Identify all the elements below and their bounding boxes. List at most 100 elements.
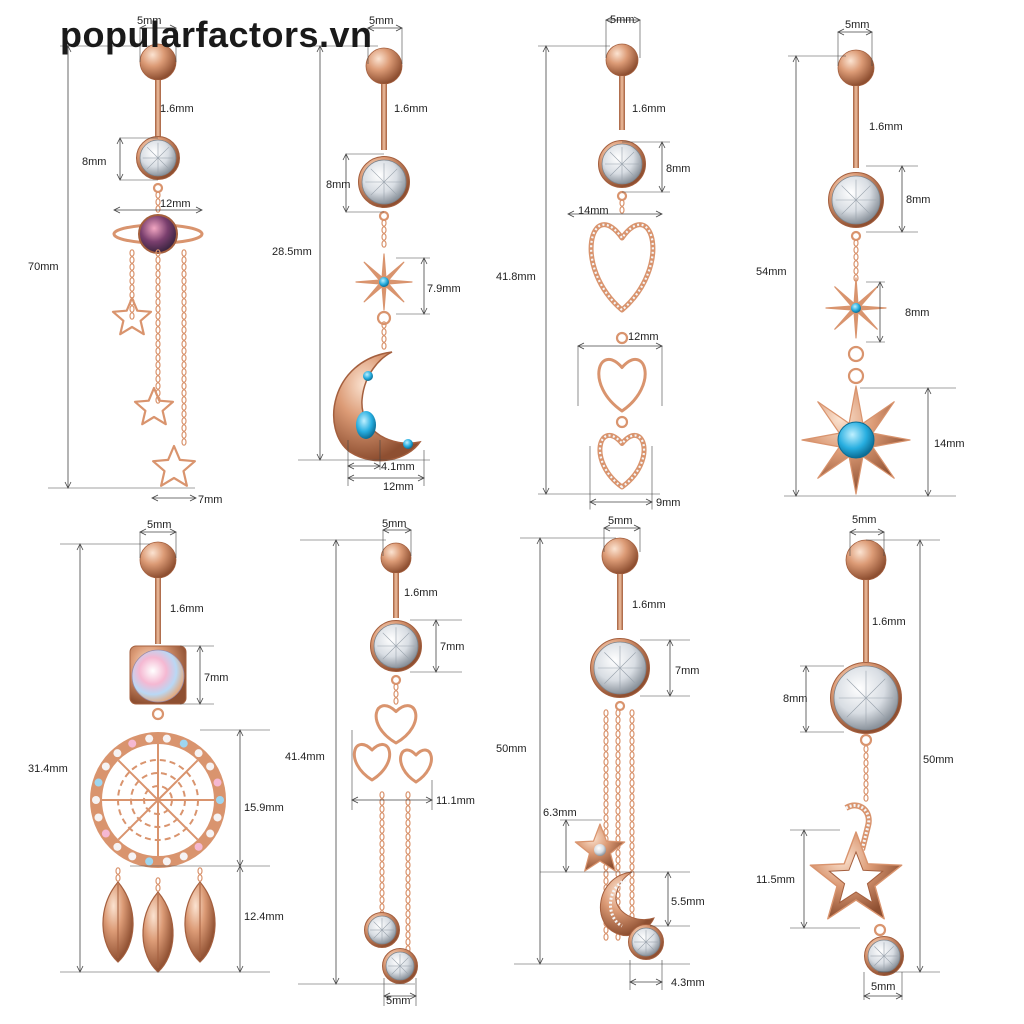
p5-dim-feathers-arrow: [236, 865, 244, 873]
p4-dim-total-label: 54mm: [756, 266, 787, 278]
chain-link: [379, 889, 385, 897]
chain-link: [379, 875, 385, 883]
chain-link: [405, 938, 411, 946]
p7-chain-3: [629, 877, 635, 885]
p7-chain-2: [615, 709, 621, 717]
chain-link: [155, 347, 161, 355]
p2-dim-gem-label: 8mm: [326, 179, 350, 191]
p7-star-gem: [594, 844, 606, 856]
chain-link: [405, 875, 411, 883]
p7-moon-charm: [600, 871, 655, 936]
p3-dim-mid-label: 12mm: [628, 331, 659, 343]
p7-chain-2: [615, 730, 621, 738]
chain-link: [379, 840, 385, 848]
chain-link: [379, 833, 385, 841]
p7-chain-3: [629, 821, 635, 829]
chain-link: [181, 319, 187, 327]
chain-link: [379, 826, 385, 834]
chain-link: [619, 206, 625, 214]
chain-link: [381, 240, 387, 248]
p3-dim-bottom-arrow: [589, 498, 597, 506]
p2-moon-gem-large: [356, 411, 376, 439]
gem-facet: [395, 632, 410, 647]
p3-heart-middle: [597, 358, 647, 413]
p7-chain-1: [603, 786, 609, 794]
chain-link: [181, 249, 187, 257]
p7-chain-1: [603, 716, 609, 724]
chain-link: [129, 312, 135, 320]
p7-chain-3: [629, 863, 635, 871]
p4-dim-gem-label: 8mm: [906, 194, 930, 206]
gem-facet: [637, 941, 647, 951]
p3-dim-heart-arrow: [567, 210, 575, 218]
p7-chain-3: [629, 772, 635, 780]
p2-dim-ball-label: 5mm: [369, 15, 393, 27]
chain-link: [181, 396, 187, 404]
gem-facet: [621, 163, 635, 177]
p7-chain-1: [603, 926, 609, 934]
p7-chain-3: [629, 849, 635, 857]
p3-dim-total-label: 41.8mm: [496, 271, 536, 283]
chain-link: [379, 896, 385, 904]
p6-dim-bar-label: 1.6mm: [404, 587, 438, 599]
p5-dim-bar-label: 1.6mm: [170, 603, 204, 615]
p8-dim-star-label: 11.5mm: [756, 874, 795, 886]
gem-facet: [157, 157, 170, 170]
chain-link: [405, 819, 411, 827]
gem-facet: [841, 185, 857, 201]
gem-facet: [855, 199, 871, 215]
p5-hoop-crystal: [128, 852, 137, 861]
chain-link: [405, 812, 411, 820]
p6-dim-total-label: 41.4mm: [285, 751, 325, 763]
chain-link: [181, 277, 187, 285]
p1-star-bottom: [152, 444, 196, 487]
chain-link: [129, 270, 135, 278]
p6-ball-top: [380, 542, 412, 574]
p7-chain-1: [603, 772, 609, 780]
p5-hoop-crystal: [179, 739, 188, 748]
p2-dim-bar-label: 1.6mm: [394, 103, 428, 115]
p3-bar: [619, 76, 625, 130]
p5-hoop-crystal: [145, 734, 154, 743]
chain-link: [379, 861, 385, 869]
p7-chain-2: [615, 751, 621, 759]
chain-link: [405, 833, 411, 841]
chain-link: [129, 305, 135, 313]
p3-dim-gem-label: 8mm: [666, 163, 690, 175]
chain-link: [181, 270, 187, 278]
chain-link: [155, 333, 161, 341]
chain-link: [181, 263, 187, 271]
p7-chain-3: [629, 730, 635, 738]
jump-ring: [390, 674, 402, 686]
jump-ring: [378, 210, 390, 222]
p7-chain-1: [603, 765, 609, 773]
chain-link: [379, 847, 385, 855]
chain-link: [155, 205, 161, 213]
gem-facet: [146, 157, 159, 170]
p5-hoop-crystal: [101, 762, 110, 771]
p3-dim-bottom-arrow: [645, 498, 653, 506]
gem-facet: [381, 929, 391, 939]
jump-ring: [615, 331, 629, 345]
p7-chain-3: [629, 835, 635, 843]
p3-dim-bar-label: 1.6mm: [632, 103, 666, 115]
gem-facet: [391, 965, 401, 975]
p7-chain-3: [629, 751, 635, 759]
chain-link: [181, 291, 187, 299]
p5-dim-circle-label: 15.9mm: [244, 802, 284, 814]
chain-link: [381, 226, 387, 234]
chain-link: [405, 924, 411, 932]
p5-hoop-crystal: [128, 739, 137, 748]
p1-bar: [155, 80, 161, 140]
chain-link: [129, 284, 135, 292]
chain-link: [155, 368, 161, 376]
p8-tail-crystals: [845, 803, 871, 851]
p7-chain-2: [615, 765, 621, 773]
gem-facet: [619, 667, 636, 684]
p2-moon-charm: [332, 351, 422, 462]
chain-link: [405, 847, 411, 855]
p5-hoop-crystal: [206, 829, 215, 838]
p5-hoop-crystal: [162, 734, 171, 743]
p7-dim-bottom-label: 4.3mm: [671, 977, 705, 989]
